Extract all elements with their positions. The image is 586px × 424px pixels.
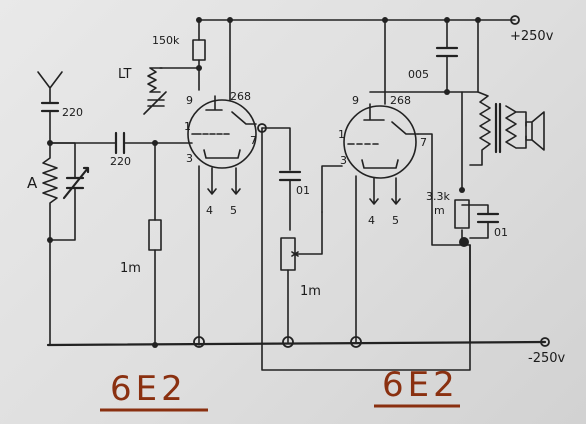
node-cathode1-ground [193,336,205,348]
tube-1-envelope [187,99,257,169]
node-screen2-top [382,17,388,23]
cathode-resistor-label: 3.3k [426,190,450,203]
tube2-screen-wire [417,133,471,246]
interstage-capacitor [278,170,302,182]
node-cathode-bottom [459,237,469,247]
tube-2: 9 268 1 7 3 4 5 [338,94,427,227]
tube-1-pin-5: 5 [230,204,237,217]
tube-1-heater [207,167,241,195]
tube-2-pin-7: 7 [420,136,427,149]
bypass-capacitor [435,46,459,58]
cathode-capacitor [476,212,500,224]
wiper-to-grid2 [321,165,343,213]
node-plate1-top [196,17,202,23]
tube-1-pin-1: 1 [184,120,191,133]
tuning-capacitor [62,166,90,200]
coil-label: A [27,174,38,192]
tube-2-pin-5: 5 [392,214,399,227]
plate-resistor [192,39,206,61]
node-plate1 [196,65,202,71]
tube-2-plate [363,103,385,121]
tube-1-pin-9: 9 [186,94,193,107]
tube1-out-wire [261,127,291,171]
tube-1-title: 6E2 [110,369,187,409]
tube-2-heater [369,177,401,205]
transformer-core [494,102,502,154]
plate-resistor-label: 150k [152,34,180,47]
tube-2-title: 6E2 [382,365,459,405]
tube-1-pin-268: 268 [230,90,251,103]
regen-capacitor [143,91,167,115]
antenna [37,71,63,104]
positive-supply-label: +250v [510,29,554,44]
tube-1: 9 268 1 7 3 4 5 [184,90,257,217]
bypass-cap-label: 005 [408,68,429,81]
cathode-cap-label: 01 [494,226,508,239]
coupling-cap-label: 220 [110,155,131,168]
cathode-cap-wire [461,204,489,239]
node-grid-res-ground [152,342,158,348]
node-cathode-res-top [459,187,465,193]
grid-resistor [148,219,162,251]
cathode-resistor-unit: m [434,204,445,217]
node-transformer-top [475,17,481,23]
node-pot-ground [282,336,294,348]
tube-2-envelope [343,105,417,179]
bottom-bus [261,127,471,371]
tube-1-screen [231,111,257,125]
tube-1-pin-3: 3 [186,152,193,165]
volume-pot-wiper [291,211,323,257]
tube-2-pin-268: 268 [390,94,411,107]
tube-1-plate [205,95,223,111]
volume-pot [280,237,296,271]
grid-resistor-label: 1m [120,261,141,276]
transformer-secondary [505,105,527,149]
ground-rail [46,340,547,347]
coupling-capacitor [114,131,126,155]
node-cathode2-ground [350,336,362,348]
tube-2-screen [391,121,419,135]
tube-1-pin-7: 7 [250,134,257,147]
speaker-icon [525,111,545,151]
transformer-primary [469,19,491,166]
tube-2-pin-1: 1 [338,128,345,141]
tube-2-pin-4: 4 [368,214,375,227]
tube-1-pin-4: 4 [206,204,213,217]
antenna-cap-label: 220 [62,106,83,119]
tickler-coil [147,67,163,93]
tube-2-cathode [361,159,399,169]
negative-supply-label: -250v [528,351,566,366]
interstage-cap-label: 01 [296,184,310,197]
tube-2-pin-9: 9 [352,94,359,107]
tube-2-pin-3: 3 [340,154,347,167]
negative-terminal [540,337,550,347]
tickler-label: LT [118,67,131,82]
input-coil [42,142,58,241]
tuning-cap-leads [49,142,76,241]
positive-terminal [510,15,520,25]
cathode-resistor [454,199,470,229]
volume-pot-label: 1m [300,284,321,299]
tube-1-cathode [203,149,241,159]
antenna-capacitor [40,101,60,113]
node-screen1-top [227,17,233,23]
